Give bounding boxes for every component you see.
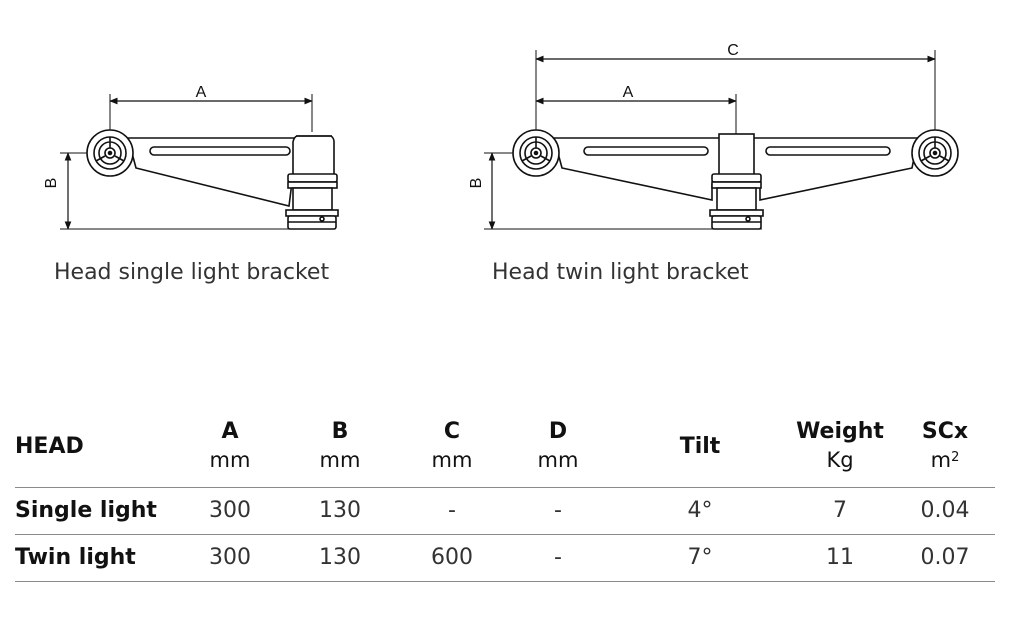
header-b-name: B (331, 419, 349, 444)
single-arm-slot (149, 146, 291, 156)
header-tilt: Tilt (679, 434, 721, 459)
cell-scx: 0.07 (920, 545, 970, 570)
twin-disc-right-dot (932, 150, 938, 156)
twin-ring-2 (711, 181, 762, 189)
header-weight: Weight Kg (785, 418, 895, 474)
single-spigot-hole (319, 216, 325, 222)
single-hub (292, 135, 335, 177)
twin-arm-left-slot (583, 146, 709, 156)
cell-a: 300 (209, 498, 251, 523)
header-c-name: C (443, 419, 461, 444)
single-ring-1 (287, 173, 338, 183)
single-disc-spoke-3 (114, 155, 125, 162)
single-arm (126, 137, 303, 207)
header-weight-name: Weight (796, 419, 884, 444)
twin-dim-b-label: B (468, 178, 485, 189)
single-disc-dot (107, 150, 113, 156)
header-d-name: D (548, 419, 568, 444)
cell-a: 300 (209, 545, 251, 570)
cell-weight: 11 (826, 545, 854, 570)
twin-dim-a-label: A (623, 84, 634, 101)
twin-hub (718, 133, 755, 177)
single-bracket-caption: Head single light bracket (54, 260, 330, 285)
twin-disc-left-dot (533, 150, 539, 156)
cell-tilt: 4° (687, 498, 713, 523)
table-header-row: HEAD A mm B mm C mm D mm Tilt Weight Kg … (15, 414, 995, 487)
twin-bracket-caption: Head twin light bracket (492, 260, 749, 285)
twin-spigot (716, 187, 757, 211)
twin-disc-right-spoke-3 (939, 155, 950, 162)
header-scx-unit: m2 (905, 446, 985, 474)
cell-weight: 7 (833, 498, 847, 523)
twin-bracket-drawing (484, 50, 959, 230)
table-row: Twin light 300 130 600 - 7° 11 0.07 (15, 534, 995, 582)
cell-scx: 0.04 (920, 498, 970, 523)
bracket-drawings: A B (43, 42, 959, 230)
header-weight-unit: Kg (826, 448, 854, 472)
twin-dim-c-label: C (727, 42, 739, 59)
single-ring-2 (287, 181, 338, 189)
twin-disc-right-spoke-2 (920, 155, 931, 162)
header-c: C mm (407, 418, 497, 474)
table-row: Single light 300 130 - - 4° 7 0.04 (15, 487, 995, 534)
single-ring-3 (285, 209, 339, 217)
cell-tilt: 7° (687, 545, 713, 570)
header-b: B mm (295, 418, 385, 474)
header-d-unit: mm (537, 448, 579, 472)
header-scx-name: SCx (921, 419, 969, 444)
header-scx: SCx m2 (905, 418, 985, 474)
cell-c: 600 (431, 545, 473, 570)
header-a-unit: mm (209, 448, 251, 472)
header-a: A mm (185, 418, 275, 474)
single-dim-a-label: A (196, 84, 207, 101)
cell-c: - (448, 498, 456, 523)
twin-arm-right-slot (765, 146, 891, 156)
cell-b: 130 (319, 498, 361, 523)
twin-ring-1 (711, 173, 762, 183)
header-d: D mm (513, 418, 603, 474)
row-label: Single light (15, 498, 157, 523)
single-spigot (292, 187, 333, 211)
header-b-unit: mm (319, 448, 361, 472)
single-dim-b-label: B (43, 178, 60, 189)
header-scx-unit-base: m (930, 448, 952, 472)
single-disc-spoke-2 (95, 155, 106, 162)
header-c-unit: mm (431, 448, 473, 472)
spec-table: HEAD A mm B mm C mm D mm Tilt Weight Kg … (15, 414, 995, 582)
single-bracket-drawing (60, 94, 339, 230)
header-head: HEAD (15, 434, 84, 459)
cell-d: - (554, 498, 562, 523)
header-a-name: A (221, 419, 239, 444)
row-label: Twin light (15, 545, 136, 570)
twin-spigot-hole (745, 216, 751, 222)
header-scx-unit-sup: 2 (951, 450, 960, 465)
twin-disc-left-spoke-3 (540, 155, 551, 162)
cell-d: - (554, 545, 562, 570)
cell-b: 130 (319, 545, 361, 570)
twin-disc-left-spoke-2 (521, 155, 532, 162)
twin-ring-3 (709, 209, 764, 217)
